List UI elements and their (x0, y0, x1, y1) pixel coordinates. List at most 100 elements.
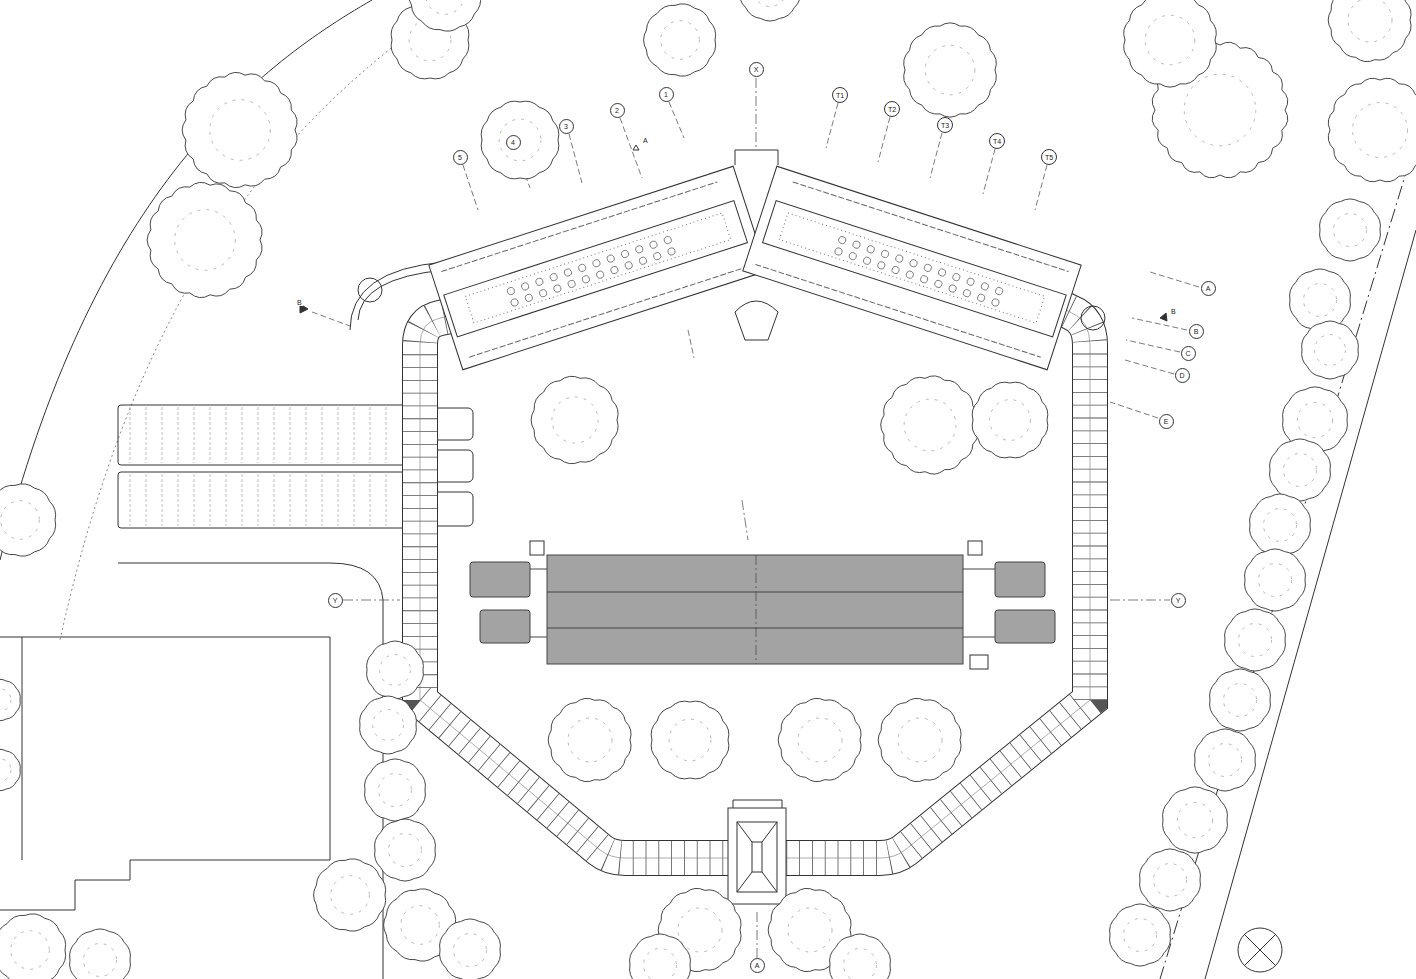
tree (881, 376, 979, 474)
tree (1140, 849, 1201, 911)
callout-number: 2 (615, 107, 619, 114)
tree-branches (401, 906, 440, 945)
leader-lines (312, 102, 1199, 418)
tree-branches (210, 100, 271, 161)
boundary-line (1160, 140, 1416, 979)
road-edge (0, 0, 372, 560)
tree (182, 72, 297, 187)
adjacent-building (22, 637, 23, 860)
annex (470, 562, 530, 597)
tree-branches (552, 397, 598, 443)
columns (506, 236, 675, 307)
tree-branches (661, 21, 700, 60)
tree-branches (1348, 0, 1392, 42)
tree-branches (1184, 74, 1256, 146)
tree (360, 696, 417, 754)
columns (834, 236, 1003, 307)
tree (0, 484, 56, 556)
tree-branches (898, 718, 942, 762)
callout-number: T3 (941, 122, 949, 129)
tree-branches (1264, 509, 1297, 542)
tree (1225, 609, 1286, 671)
main-hall (547, 555, 963, 664)
callout-number: C (1185, 350, 1190, 357)
callout-circle: T5 (1041, 149, 1057, 165)
tree (440, 919, 501, 979)
wing-glazing (755, 179, 1068, 357)
stair (968, 541, 982, 555)
adjacent-building (0, 637, 330, 910)
tree (904, 23, 997, 117)
callout-circle: 5 (453, 150, 468, 165)
hip-roof (737, 822, 777, 892)
tree (0, 679, 20, 720)
callout-circle: Y (328, 593, 343, 608)
ring-paving (420, 300, 1090, 858)
tree (1290, 269, 1351, 331)
tree-branches (379, 774, 412, 807)
annex (995, 610, 1055, 643)
tree (1328, 78, 1416, 182)
link (530, 569, 995, 637)
callout-number: T4 (993, 138, 1001, 145)
callout-number: X (754, 66, 759, 73)
stair (970, 655, 988, 669)
annex (995, 562, 1045, 597)
callout-number: Y (333, 597, 338, 604)
tree (1302, 321, 1359, 379)
section-label: A (642, 137, 649, 144)
tree-branches (990, 400, 1031, 441)
tree-branches (1209, 744, 1242, 777)
road-edge (1205, 230, 1416, 979)
tree (1270, 439, 1331, 501)
tree-branches (1224, 684, 1257, 717)
roof-line (547, 592, 963, 628)
tree (1320, 199, 1381, 261)
canopy-bays (130, 407, 386, 526)
steps (733, 800, 782, 808)
tree-branches (844, 949, 877, 979)
stair (530, 541, 544, 555)
tree-branches (0, 759, 11, 781)
callout-circle: T4 (989, 133, 1005, 149)
pavilion (433, 450, 473, 482)
callout-number: 5 (458, 154, 462, 161)
tree-branches (1304, 284, 1337, 317)
callout-circle: 4 (506, 135, 521, 150)
pavilion (433, 408, 473, 440)
road-edge (60, 0, 455, 640)
tree-branches (788, 908, 832, 952)
tree-branches (1124, 919, 1157, 952)
section-label: B (1170, 308, 1177, 315)
tree-branches (678, 908, 722, 952)
callout-number: 3 (564, 123, 568, 130)
section-mark (1160, 313, 1167, 321)
wing-building (429, 166, 767, 370)
court-entrance (735, 301, 778, 340)
tree (830, 934, 891, 979)
callout-number: D (1179, 372, 1184, 379)
tree (314, 859, 386, 931)
tree (740, 0, 801, 21)
wing-outline (743, 166, 1081, 370)
tree (375, 819, 436, 881)
tree (1245, 549, 1306, 611)
tree-branches (1145, 15, 1195, 65)
callout-circle: Y (1171, 593, 1186, 608)
tree-branches (1, 501, 40, 540)
tree-branches (499, 119, 541, 161)
tree-branches (389, 834, 422, 867)
tree (147, 182, 262, 297)
tree (1210, 669, 1271, 731)
tree-branches (1353, 103, 1408, 158)
tree (367, 641, 424, 699)
tree-branches (1239, 624, 1272, 657)
tree (1328, 0, 1411, 62)
tree (0, 914, 66, 979)
gatehouse-roof (737, 822, 777, 892)
callout-number: 1 (664, 91, 668, 98)
tree-branches (1334, 214, 1367, 247)
